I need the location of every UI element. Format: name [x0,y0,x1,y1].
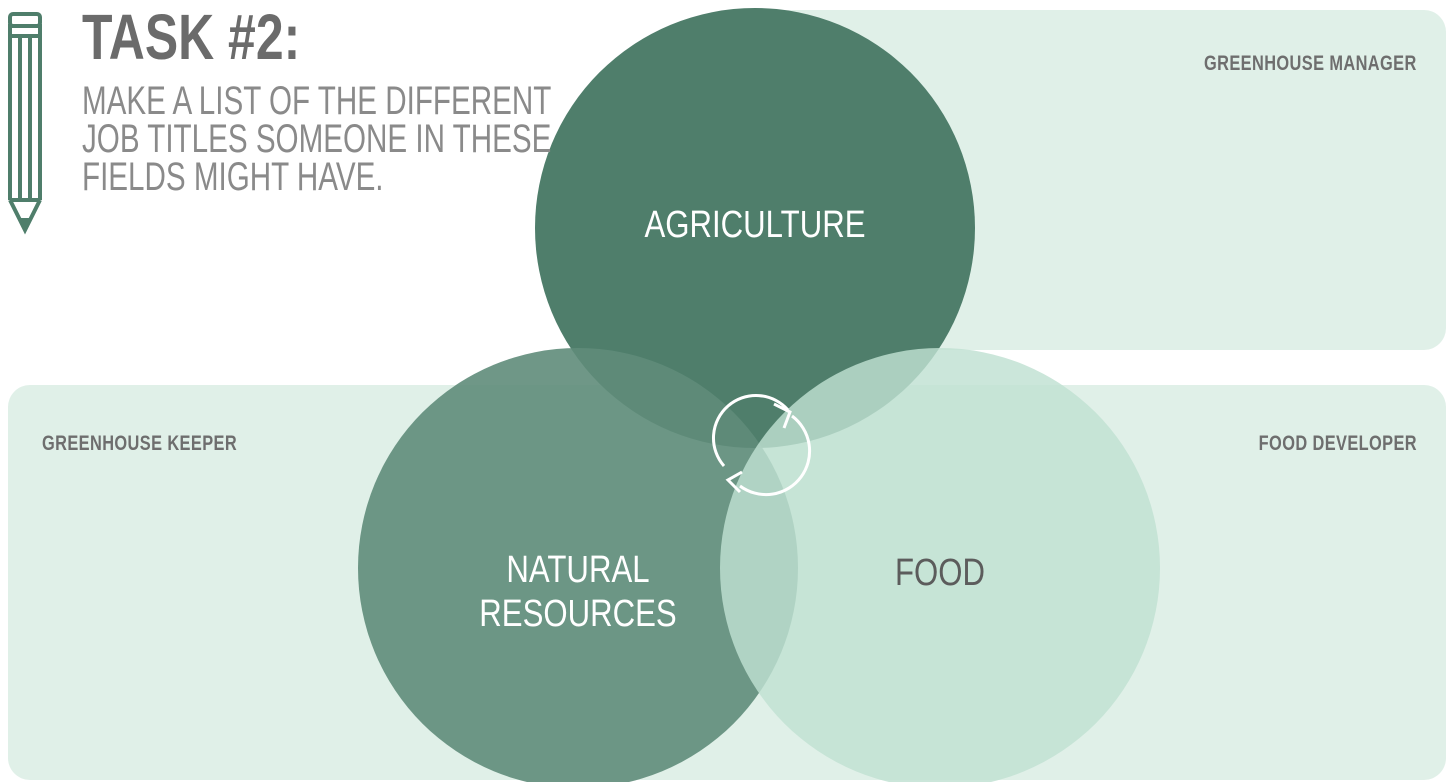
greenhouse-manager-label: GREENHOUSE MANAGER [1204,52,1417,75]
natural-resources-circle [358,348,798,782]
food-developer-label: FOOD DEVELOPER [1258,432,1417,455]
task-instruction-line-2: JOB TITLES SOMEONE IN THESE [82,117,552,161]
natural-resources-label-line-2: RESOURCES [479,593,677,635]
task-instruction-line-1: MAKE A LIST OF THE DIFFERENT [82,79,552,123]
task-instruction-line-3: FIELDS MIGHT HAVE. [82,155,384,199]
food-circle [720,348,1160,782]
task-instructions: MAKE A LIST OF THE DIFFERENT JOB TITLES … [82,79,552,199]
pencil-icon [8,12,42,235]
food-label: FOOD [894,552,986,594]
natural-resources-label: NATURAL RESOURCES [414,548,742,636]
refresh-cycle-icon [712,393,812,497]
task-title: TASK #2: [82,1,301,73]
agriculture-circle [535,8,975,448]
agriculture-label: AGRICULTURE [644,204,866,246]
natural-resources-label-line-1: NATURAL [506,549,650,591]
greenhouse-keeper-label: GREENHOUSE KEEPER [42,432,238,455]
